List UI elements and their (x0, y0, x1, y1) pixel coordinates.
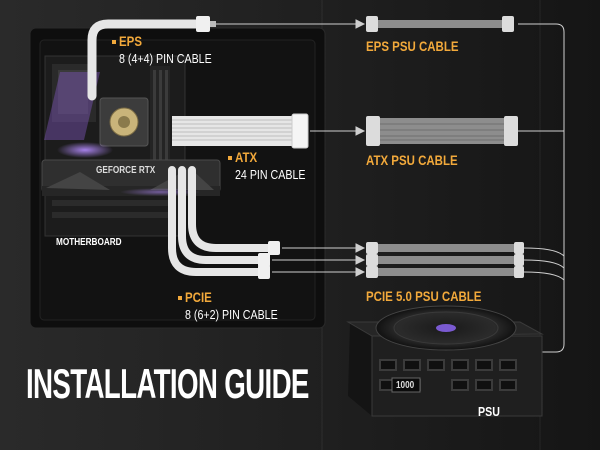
psu-image (346, 305, 544, 417)
eps-bullet (112, 40, 116, 44)
eps-cable (87, 19, 205, 101)
atx-psu-cable (366, 116, 518, 146)
pcie-cable (168, 166, 276, 276)
connection-arrows (216, 19, 366, 277)
page-title: INSTALLATION GUIDE (26, 360, 309, 407)
psu-label: PSU (478, 404, 500, 419)
pcie-psu-cable-label: PCIE 5.0 PSU CABLE (366, 288, 482, 304)
motherboard-image (44, 55, 186, 237)
atx-psu-cable-label: ATX PSU CABLE (366, 152, 458, 168)
atx-bullet (228, 156, 232, 160)
pcie-description: 8 (6+2) PIN CABLE (185, 307, 278, 322)
atx-description: 24 PIN CABLE (235, 167, 306, 182)
pcie-label: PCIE (185, 289, 212, 305)
eps-description: 8 (4+4) PIN CABLE (119, 51, 212, 66)
gpu-label: GEFORCE RTX (96, 165, 156, 176)
motherboard-label: MOTHERBOARD (56, 237, 122, 248)
eps-psu-cable (366, 16, 514, 32)
cpu-cooler-icon (99, 97, 149, 147)
fan-icon (375, 305, 517, 351)
eps-label: EPS (119, 33, 142, 49)
atx-label: ATX (235, 149, 258, 165)
eps-connector (196, 16, 210, 32)
psu-badge: 1000 (396, 380, 415, 391)
pcie-psu-cable (366, 242, 524, 278)
atx-cable (172, 113, 309, 149)
eps-psu-cable-label: EPS PSU CABLE (366, 38, 459, 54)
pcie-bullet (178, 296, 182, 300)
